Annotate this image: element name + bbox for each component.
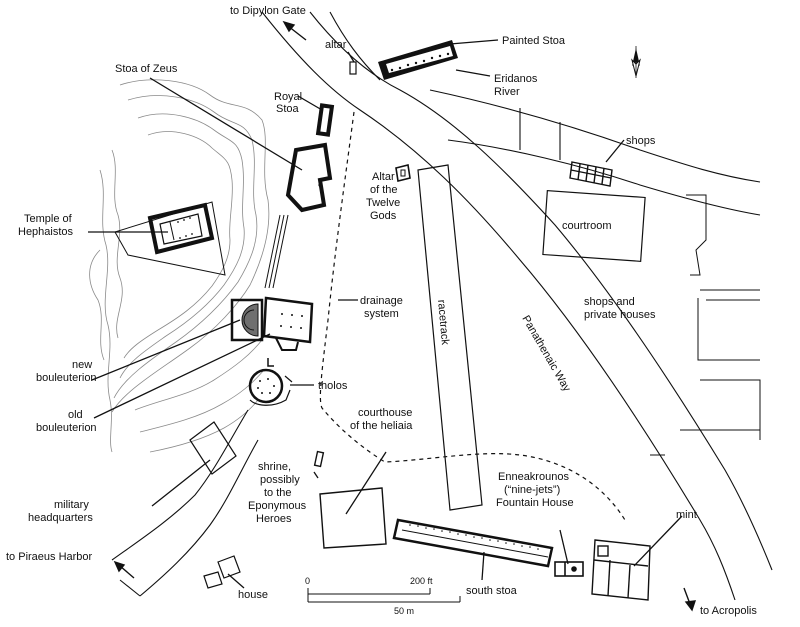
scale-bar bbox=[307, 588, 461, 603]
royal-stoa-building bbox=[315, 103, 335, 137]
altar-twelve-gods-building bbox=[395, 164, 411, 182]
fountain-house-building bbox=[554, 561, 584, 577]
leader-lines bbox=[88, 39, 683, 589]
label-stoa-of-zeus: Stoa of Zeus bbox=[115, 63, 178, 75]
label-mint: mint bbox=[676, 509, 697, 521]
label-enneakrounos: Enneakrounos (“nine-jets”) Fountain Hous… bbox=[496, 471, 574, 509]
label-old-bouleuterion: old bouleuterion bbox=[36, 409, 97, 434]
label-acropolis: to Acropolis bbox=[700, 605, 757, 617]
label-house: house bbox=[238, 589, 268, 601]
label-shops: shops bbox=[626, 135, 656, 147]
label-temple: Temple of Hephaistos bbox=[18, 213, 75, 238]
label-shops-private: shops and private houses bbox=[584, 296, 656, 321]
label-painted-stoa: Painted Stoa bbox=[502, 35, 566, 47]
label-royal-stoa: Royal Stoa bbox=[274, 91, 305, 115]
painted-stoa-building bbox=[378, 40, 458, 80]
label-eridanos: Eridanos River bbox=[494, 73, 540, 98]
label-drainage: drainage system bbox=[360, 295, 406, 320]
label-south-stoa: south stoa bbox=[466, 585, 518, 597]
stoa-of-zeus-building bbox=[285, 142, 333, 213]
altar-building bbox=[349, 61, 357, 75]
courtroom-building bbox=[542, 190, 646, 262]
label-dipylon: to Dipylon Gate bbox=[230, 5, 306, 17]
stepped-lines bbox=[264, 214, 289, 289]
shrine-building bbox=[313, 450, 325, 468]
roads bbox=[111, 11, 773, 601]
label-shrine: shrine, possibly to the Eponymous Heroes bbox=[248, 461, 309, 525]
racetrack-track bbox=[417, 164, 483, 511]
tholos-building bbox=[248, 368, 293, 406]
temple-of-hephaistos-building bbox=[114, 201, 226, 276]
label-courthouse: courthouse of the heliaia bbox=[350, 407, 416, 432]
military-hq-building bbox=[189, 421, 237, 475]
north-arrow-icon bbox=[631, 46, 641, 78]
private-houses-outlines bbox=[650, 194, 761, 456]
label-racetrack: racetrack bbox=[435, 299, 451, 346]
label-military: military headquarters bbox=[28, 499, 93, 524]
label-new-bouleuterion: new bouleuterion bbox=[36, 359, 97, 384]
label-tholos: tholos bbox=[318, 380, 348, 392]
label-piraeus: to Piraeus Harbor bbox=[6, 551, 93, 563]
drainage-line bbox=[319, 111, 626, 521]
scale-zero: 0 bbox=[305, 576, 310, 586]
south-stoa-building bbox=[392, 518, 554, 568]
label-altar-twelve-gods: Altar of the Twelve Gods bbox=[366, 171, 403, 222]
label-altar: altar bbox=[325, 39, 347, 51]
scale-feet: 200 ft bbox=[410, 576, 433, 586]
label-courtroom: courtroom bbox=[562, 220, 612, 232]
hill-contours bbox=[89, 79, 270, 453]
bouleuterion-buildings bbox=[230, 296, 314, 367]
scale-meters: 50 m bbox=[394, 606, 414, 616]
courthouse-building bbox=[319, 487, 387, 549]
shops-building bbox=[569, 161, 613, 187]
mint-building bbox=[591, 539, 651, 601]
house-building bbox=[203, 555, 241, 589]
label-panathenaic: Panathenaic Way bbox=[519, 314, 573, 395]
direction-arrows bbox=[113, 20, 697, 612]
